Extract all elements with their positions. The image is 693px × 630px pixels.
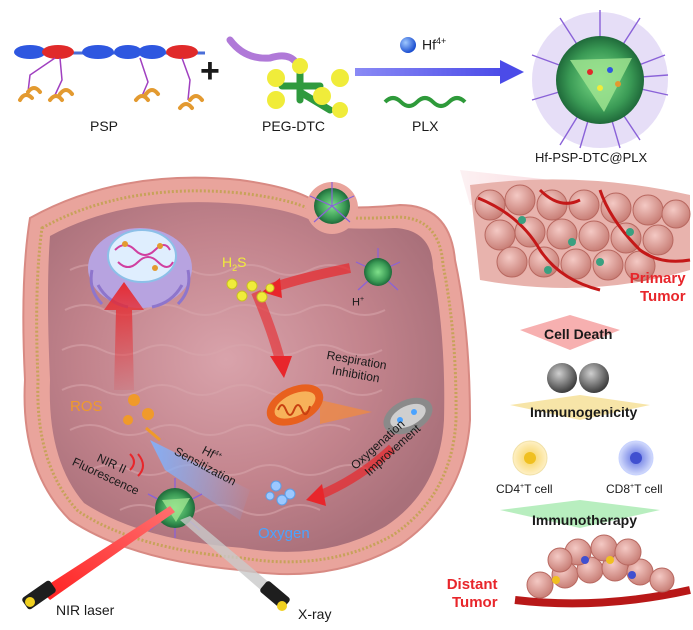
psp-label: PSP — [90, 118, 119, 134]
sensitization-beam — [150, 440, 250, 520]
tumor-cell — [22, 176, 472, 576]
plx-icon — [383, 96, 467, 108]
dead-cell-icon — [547, 363, 609, 393]
h2s-molecules — [226, 278, 275, 303]
t-cell-icon — [512, 440, 654, 476]
cytoplasm-nanoparticle-icon — [355, 248, 401, 291]
xray-source-icon — [260, 581, 290, 611]
oxygenation-arrow — [306, 444, 396, 506]
ros-label: ROS — [70, 398, 103, 415]
synthesis-arrow — [355, 60, 524, 84]
sensitization-arrow — [145, 426, 161, 442]
peg-dtc-icon — [226, 36, 349, 118]
fluorescence-waves-icon — [129, 453, 144, 477]
cd4-tcell-label: CD4+T cell — [496, 482, 553, 496]
hf-ion-icon — [400, 37, 416, 53]
xray-label: X-ray — [298, 606, 332, 622]
nucleus-icon — [88, 228, 192, 309]
ros-molecules — [123, 394, 154, 425]
cell-death-band — [520, 315, 620, 350]
pegdtc-label: PEG-DTC — [262, 118, 325, 134]
product-nanoparticle-icon — [531, 10, 669, 149]
product-label: Hf-PSP-DTC@PLX — [535, 150, 648, 165]
xray-beam — [180, 516, 278, 598]
respiration-arrow — [320, 400, 372, 424]
tumor-mass-icon — [470, 179, 691, 292]
h-plus-label: H+ — [352, 296, 365, 309]
plx-label: PLX — [412, 118, 439, 134]
immunotherapy-label: Immunotherapy — [532, 512, 638, 528]
inhibited-mitochondrion-icon — [383, 397, 433, 435]
oxygen-molecules — [265, 480, 296, 506]
nir-laser-label: NIR laser — [56, 602, 115, 618]
plus-sign: + — [200, 52, 220, 90]
h2s-label: H2S — [222, 254, 247, 273]
psp-polymer-icon — [14, 45, 205, 110]
oxygen-label: Oxygen — [258, 525, 310, 542]
ros-to-nucleus-arrow — [104, 282, 144, 390]
laser-icon — [22, 580, 56, 610]
immunotherapy-band — [500, 500, 660, 528]
distant-tumor-mass-icon — [514, 534, 691, 608]
cd8-tcell-label: CD8+T cell — [606, 482, 663, 496]
laser-beam — [40, 506, 175, 600]
hf-ion-label: Hf4+ — [422, 36, 447, 53]
immunogenicity-label: Immunogenicity — [530, 404, 638, 420]
cell-death-label: Cell Death — [544, 326, 613, 342]
budding-nanoparticle-icon — [306, 182, 358, 234]
mitochondrion-icon — [266, 384, 324, 426]
immunogenicity-band — [510, 395, 650, 420]
